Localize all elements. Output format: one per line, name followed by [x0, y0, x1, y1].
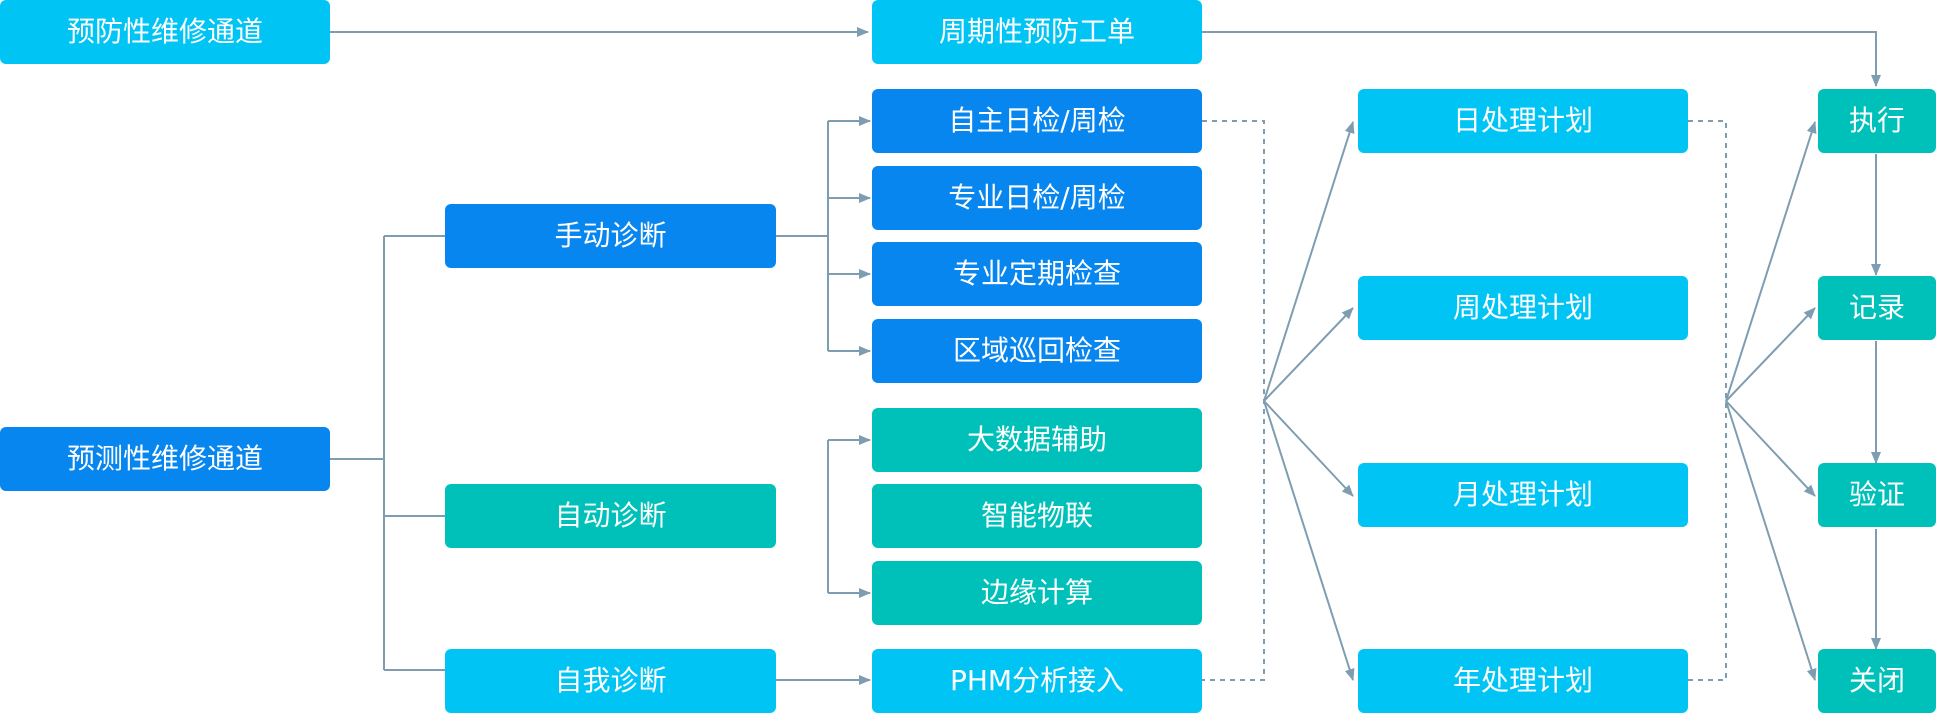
- manual-item-area-patrol[interactable]: 区域巡回检查: [872, 319, 1202, 383]
- plan-yearly[interactable]: 年处理计划: [1358, 649, 1688, 713]
- plan-monthly[interactable]: 月处理计划: [1358, 463, 1688, 527]
- manual-diagnosis[interactable]: 手动诊断: [445, 204, 776, 268]
- arrow-fan-plan-month: [1263, 400, 1354, 497]
- arrow-fan-step-close: [1725, 400, 1817, 681]
- self-diagnosis[interactable]: 自我诊断: [445, 649, 776, 713]
- periodic-work-order[interactable]: 周期性预防工单: [872, 0, 1202, 64]
- preventive-maintenance-channel[interactable]: 预防性维修通道: [0, 0, 330, 64]
- arrow-fan-plan-year: [1263, 400, 1355, 681]
- arrow-fan-step-verify: [1725, 400, 1816, 497]
- arrow-fan-step-execute: [1725, 121, 1817, 402]
- manual-item-self-daily-weekly[interactable]: 自主日检/周检: [872, 89, 1202, 153]
- automatic-diagnosis[interactable]: 自动诊断: [445, 484, 776, 548]
- step-close[interactable]: 关闭: [1818, 649, 1936, 713]
- step-record[interactable]: 记录: [1818, 276, 1936, 340]
- auto-item-edge-computing[interactable]: 边缘计算: [872, 561, 1202, 625]
- auto-item-big-data[interactable]: 大数据辅助: [872, 408, 1202, 472]
- dashed-manual-to-fan: [1202, 120, 1265, 681]
- plan-daily[interactable]: 日处理计划: [1358, 89, 1688, 153]
- manual-item-pro-daily-weekly[interactable]: 专业日检/周检: [872, 166, 1202, 230]
- step-verify[interactable]: 验证: [1818, 463, 1936, 527]
- arrow-fan-plan-day: [1263, 121, 1355, 402]
- arrow-fan-step-record: [1725, 307, 1816, 402]
- arrow-workorder-to-execute: [1202, 31, 1881, 87]
- step-execute[interactable]: 执行: [1818, 89, 1936, 153]
- arrow-fan-plan-week: [1263, 307, 1354, 402]
- manual-item-pro-periodic[interactable]: 专业定期检查: [872, 242, 1202, 306]
- auto-item-iot[interactable]: 智能物联: [872, 484, 1202, 548]
- dashed-plans-to-fan: [1688, 120, 1727, 681]
- phm-analysis-access[interactable]: PHM分析接入: [872, 649, 1202, 713]
- predictive-maintenance-channel[interactable]: 预测性维修通道: [0, 427, 330, 491]
- plan-weekly[interactable]: 周处理计划: [1358, 276, 1688, 340]
